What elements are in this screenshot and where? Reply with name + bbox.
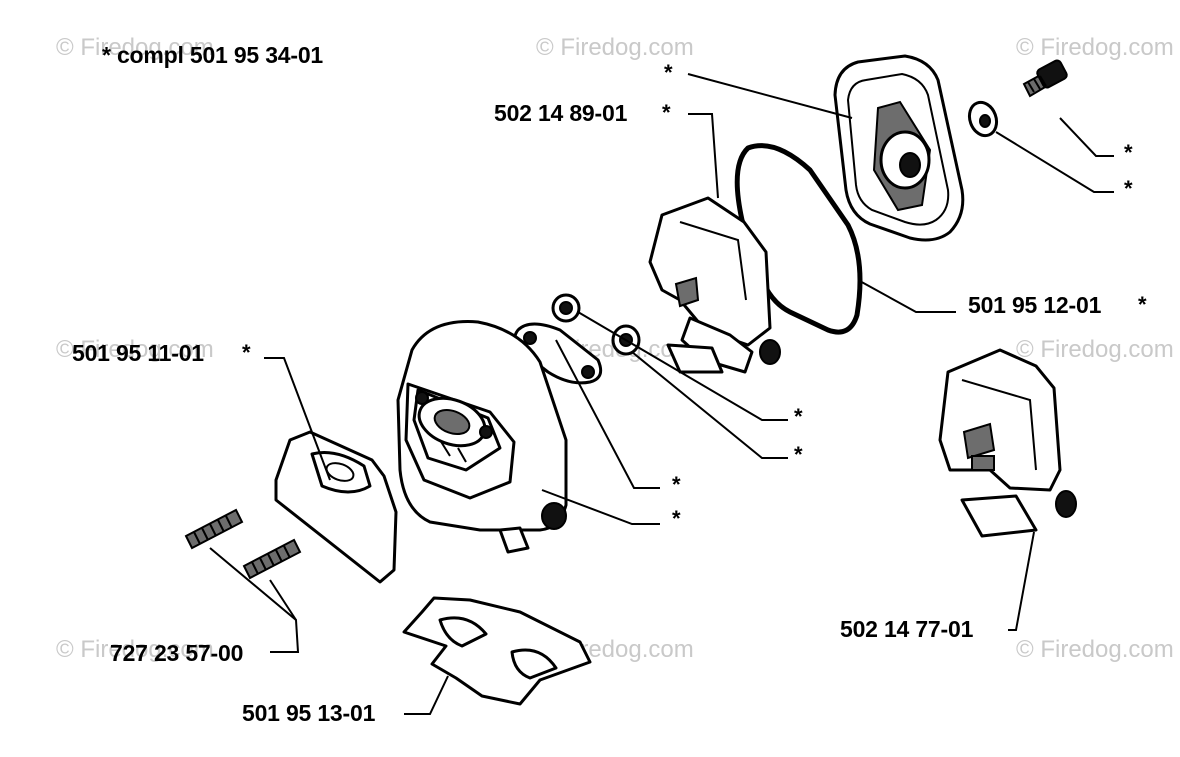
watermark: © Firedog.com	[536, 34, 694, 61]
watermark: © Firedog.com	[1016, 34, 1174, 61]
watermark: © Firedog.com	[1016, 336, 1174, 363]
watermark: © Firedog.com	[56, 336, 214, 363]
part-label-502-14-77-01: 502 14 77-01	[840, 616, 974, 642]
asterisk: *	[1138, 292, 1147, 317]
leader-lines	[209, 73, 1114, 715]
asterisk: *	[794, 442, 803, 467]
asterisk: *	[1124, 140, 1133, 165]
part-label-502-14-89-01: 502 14 89-01	[494, 100, 628, 126]
part-label-501-95-13-01: 501 95 13-01	[242, 700, 376, 726]
asterisk: *	[1124, 176, 1133, 201]
compl-label: * compl 501 95 34-01	[102, 42, 324, 68]
bolt	[1022, 59, 1068, 98]
asterisk: *	[672, 472, 681, 497]
asterisk: *	[664, 60, 673, 85]
air-filter	[833, 54, 965, 242]
insulating-plate	[274, 430, 398, 584]
heat-shield	[402, 596, 592, 706]
stud-bolt	[242, 538, 302, 580]
stud-bolt	[184, 508, 244, 550]
asterisk: *	[672, 506, 681, 531]
asterisk: *	[242, 340, 251, 365]
filter-holder	[938, 348, 1077, 538]
nut	[551, 293, 581, 323]
asterisk: *	[794, 404, 803, 429]
asterisk: *	[662, 100, 671, 125]
watermark: © Firedog.com	[56, 636, 214, 663]
watermark: © Firedog.com	[56, 34, 214, 61]
part-label-727-23-57-00: 727 23 57-00	[110, 640, 244, 666]
filter-housing	[396, 320, 568, 554]
intake-adapter	[648, 196, 781, 374]
part-label-501-95-11-01: 501 95 11-01	[72, 340, 204, 366]
filter-seal-ring	[734, 143, 863, 335]
washer	[967, 100, 999, 138]
watermark: © Firedog.com	[1016, 636, 1174, 663]
part-label-501-95-12-01: 501 95 12-01	[968, 292, 1102, 318]
